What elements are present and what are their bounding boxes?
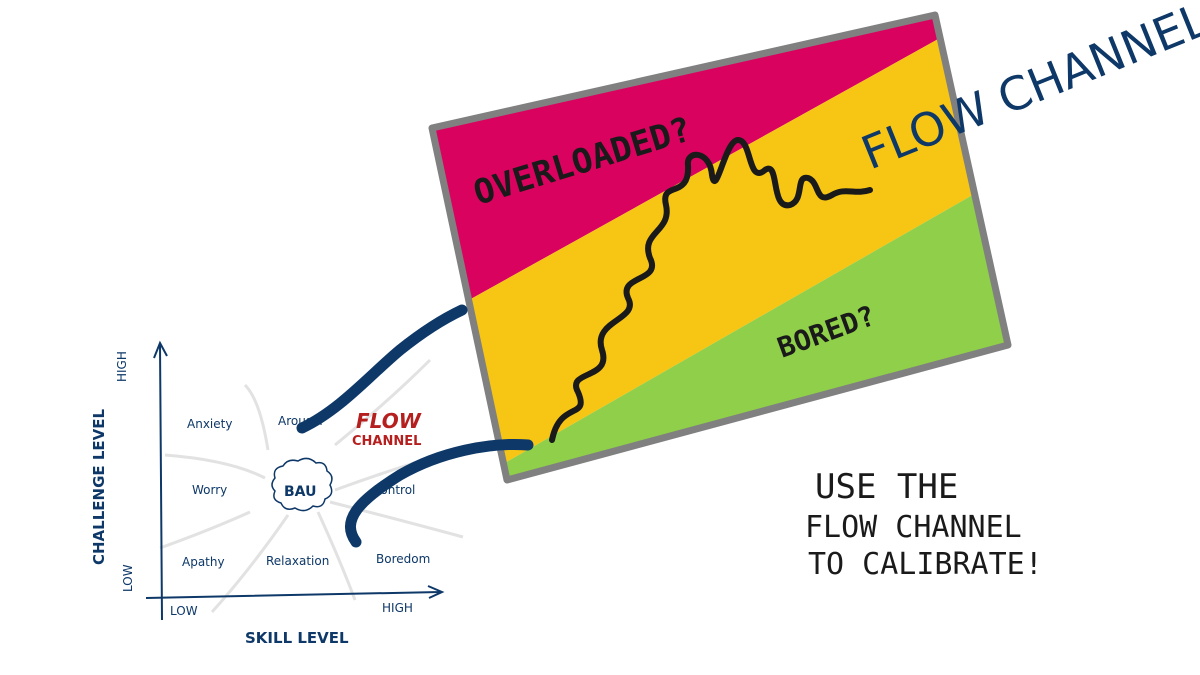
region-relaxation: Relaxation (266, 554, 329, 568)
y-low-label: LOW (121, 564, 135, 592)
bau-cloud (271, 457, 333, 512)
connector-top (296, 304, 468, 434)
y-axis (153, 340, 168, 621)
calibrate-note: USE THE FLOW CHANNEL TO CALIBRATE! (805, 467, 1043, 582)
note-line-1: USE THE (815, 467, 958, 507)
region-dividers (159, 358, 464, 614)
big-flow-chart: OVERLOADED? BORED? FLOW CHANNEL (428, 0, 1200, 484)
flow-path-line (549, 136, 873, 443)
y-axis-label: CHALLENGE LEVEL (90, 408, 108, 565)
note-line-3: TO CALIBRATE! (808, 547, 1043, 582)
region-flow: FLOW (356, 409, 422, 433)
region-anxiety: Anxiety (187, 417, 232, 431)
small-flow-chart: CHALLENGE LEVEL HIGH LOW SKILL LEVEL LOW… (90, 340, 464, 647)
region-boredom: Boredom (376, 552, 430, 566)
y-high-label: HIGH (115, 351, 129, 382)
x-high-label: HIGH (382, 601, 413, 615)
region-apathy: Apathy (182, 555, 225, 569)
bored-band (432, 140, 1008, 480)
x-low-label: LOW (170, 604, 198, 618)
region-worry: Worry (192, 483, 227, 497)
note-line-2: FLOW CHANNEL (805, 510, 1022, 545)
x-axis-label: SKILL LEVEL (245, 629, 349, 647)
region-channel: CHANNEL (352, 434, 421, 449)
connector-bottom (345, 439, 534, 548)
x-axis (145, 585, 445, 599)
chart-frame (428, 11, 1012, 484)
bau-label: BAU (284, 484, 316, 500)
